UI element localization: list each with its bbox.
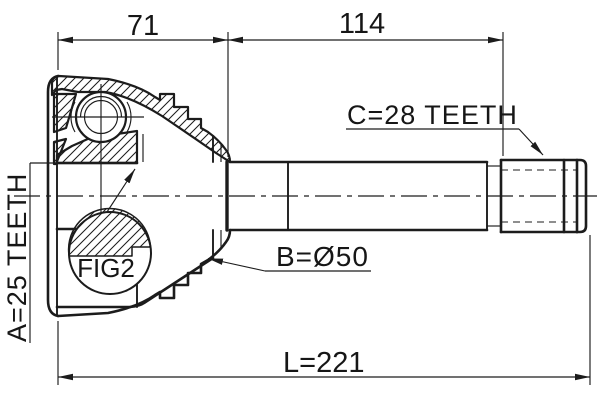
fig2-leader — [106, 168, 136, 213]
dim-114-label: 114 — [339, 8, 385, 40]
b-leader — [207, 257, 266, 272]
callout-a-teeth: A=25 TEETH — [2, 162, 56, 343]
dimension-71: 71 — [57, 10, 229, 157]
c-teeth-label: C=28 TEETH — [347, 100, 518, 130]
fig2-hatched-area — [67, 207, 152, 257]
bore-bottom — [55, 256, 215, 309]
b-diameter-label: B=Ø50 — [276, 241, 369, 272]
dimension-overall-length: L=221 — [57, 235, 591, 385]
c-leader — [518, 128, 544, 156]
a-teeth-label: A=25 TEETH — [2, 173, 32, 342]
callout-b-diameter: B=Ø50 — [207, 241, 371, 272]
fig2-detail: FIG2 — [67, 168, 152, 295]
ball-and-cage — [52, 84, 144, 243]
dim-L-label: L=221 — [283, 347, 364, 379]
dim-71-label: 71 — [127, 10, 159, 42]
housing-wall-hatched — [50, 74, 232, 164]
rim-wedge-upper — [52, 92, 78, 134]
dimension-114: 114 — [228, 8, 504, 156]
fig2-label: FIG2 — [77, 253, 135, 283]
callout-c-teeth: C=28 TEETH — [346, 100, 544, 156]
